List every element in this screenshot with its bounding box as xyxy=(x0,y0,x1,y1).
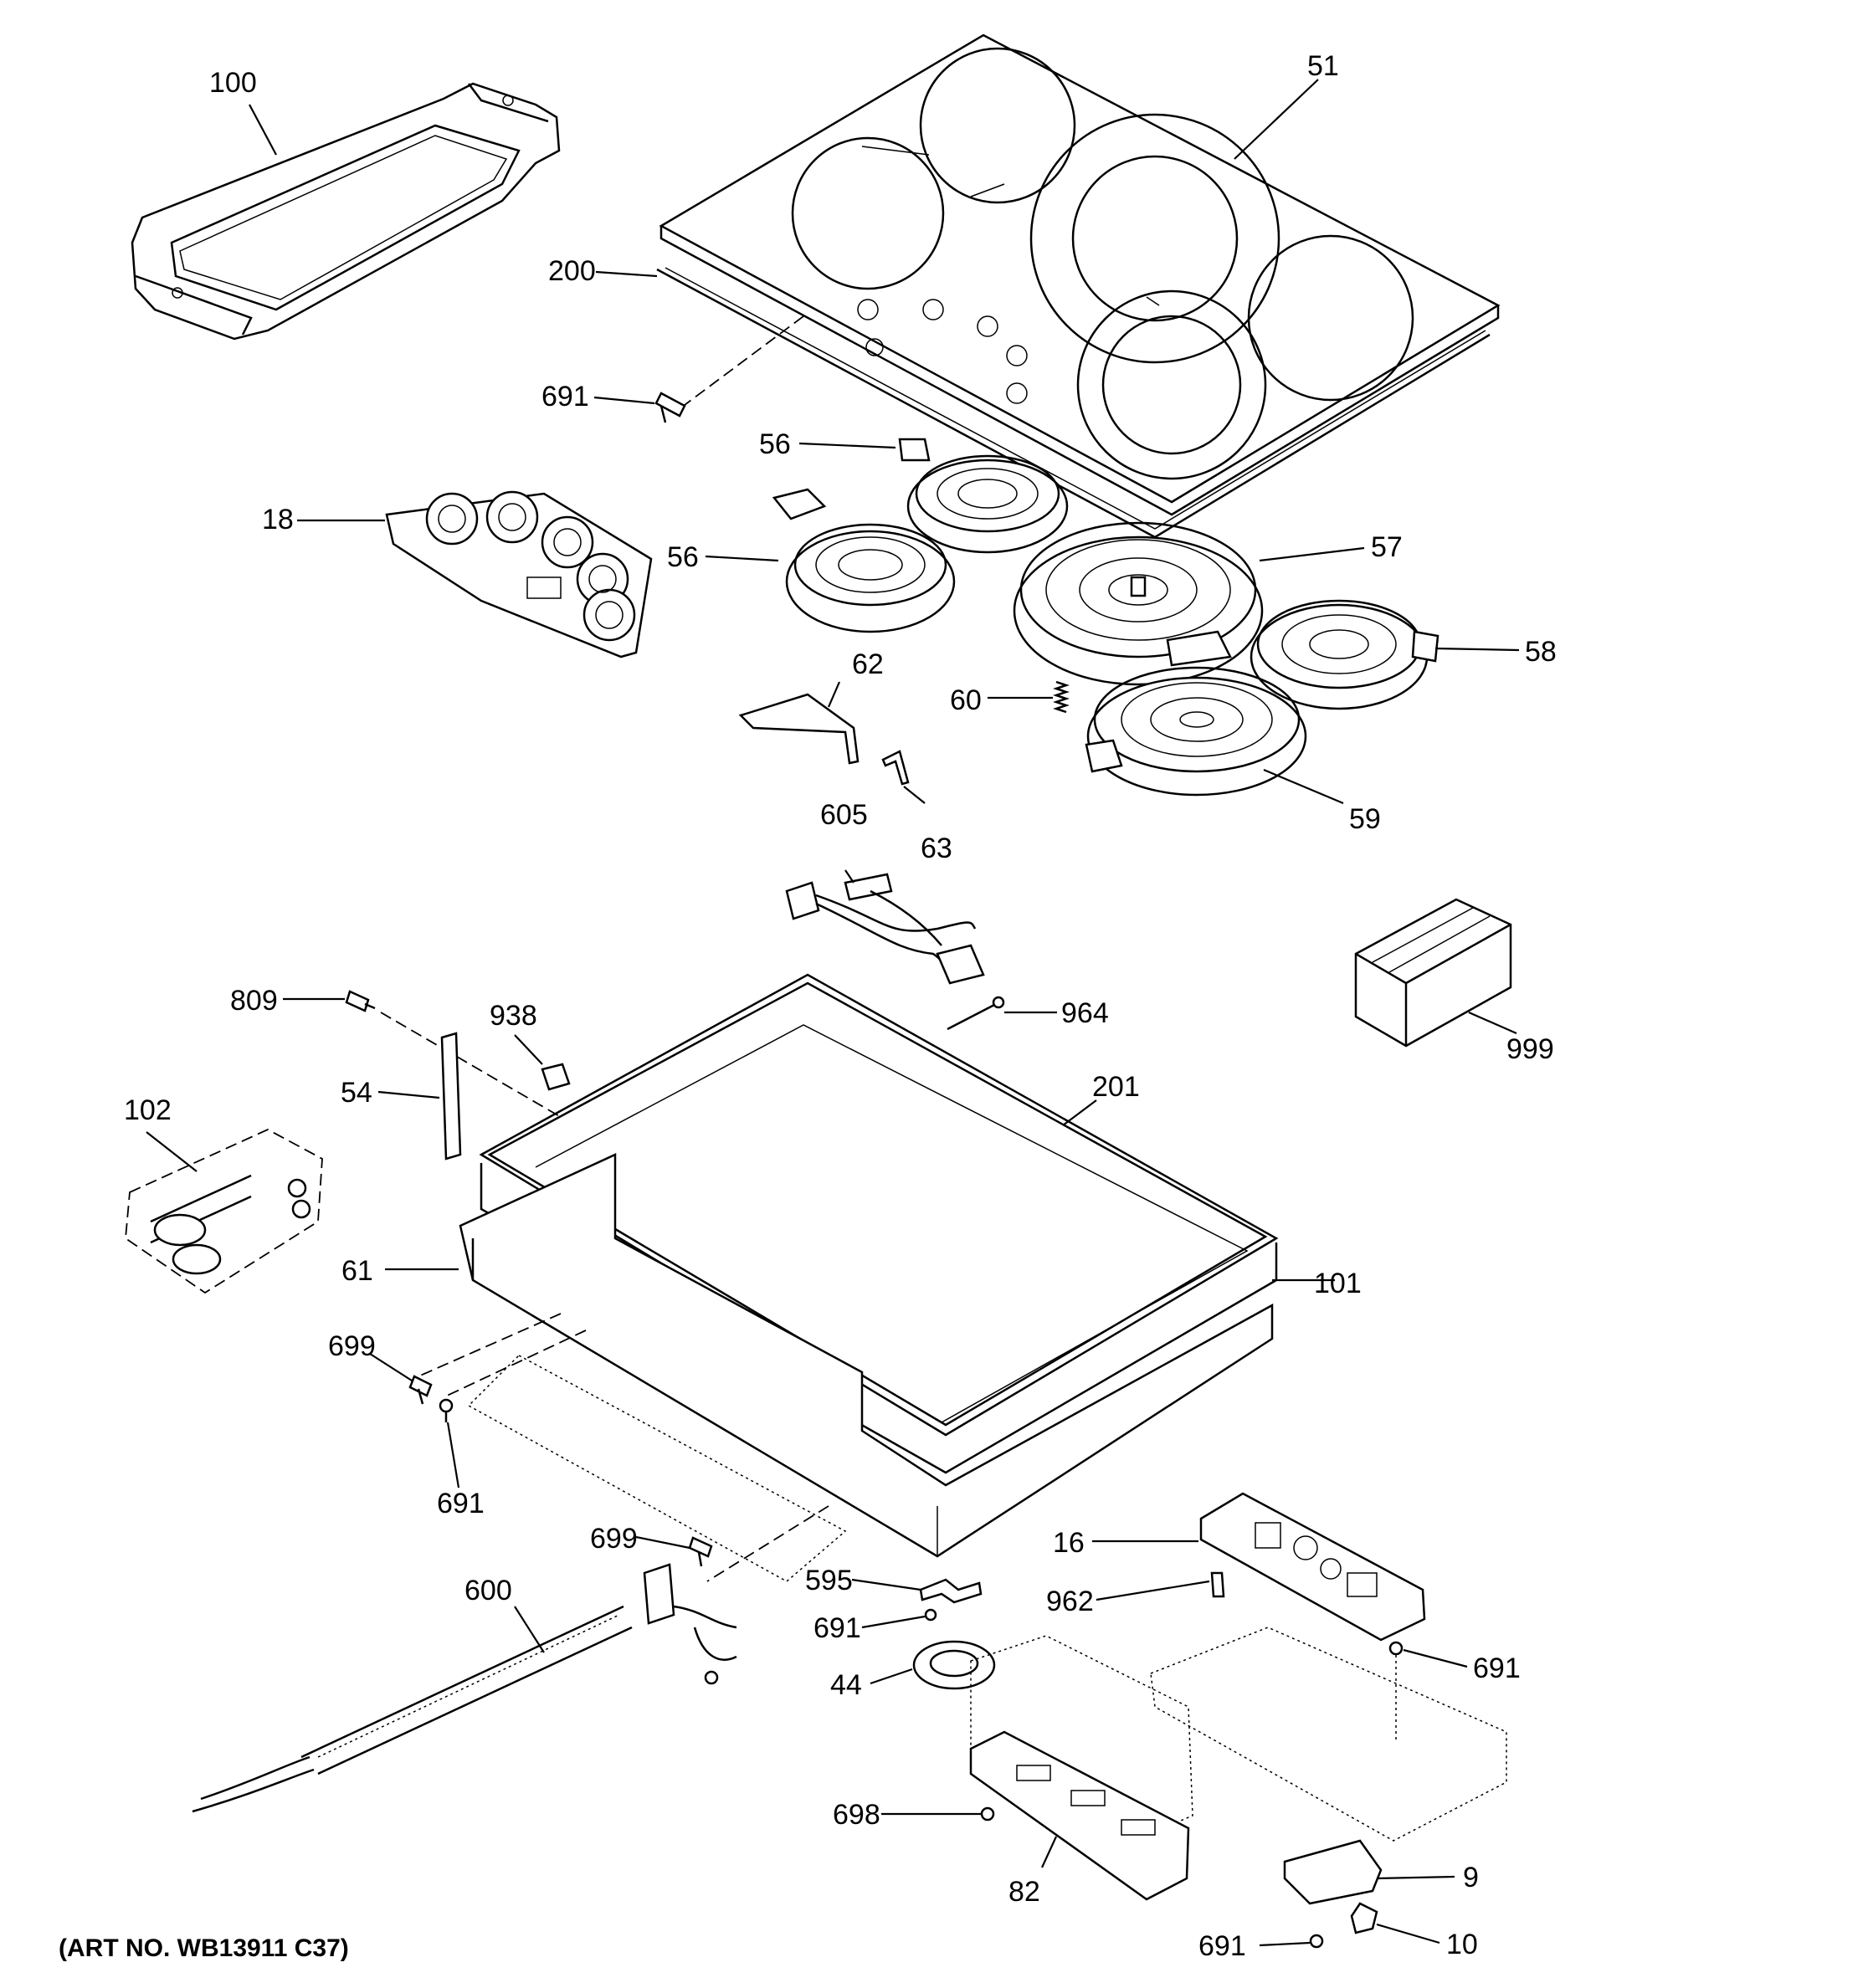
part-label-691: 691 xyxy=(813,1612,861,1644)
screw-part-699-left xyxy=(408,1375,433,1405)
part-label-691: 691 xyxy=(541,381,589,412)
part-label-691: 691 xyxy=(1473,1652,1521,1684)
part-label-62: 62 xyxy=(852,648,884,680)
wire-harness-part-605 xyxy=(785,873,985,985)
heating-element-part-58 xyxy=(1250,599,1439,710)
part-label-63: 63 xyxy=(921,833,952,864)
part-label-9: 9 xyxy=(1463,1862,1479,1893)
bracket-part-62 xyxy=(738,693,860,765)
part-label-16: 16 xyxy=(1053,1527,1085,1559)
part-label-102: 102 xyxy=(124,1094,172,1126)
part-label-201: 201 xyxy=(1092,1071,1140,1103)
screw-part-809 xyxy=(345,990,562,1118)
part-label-82: 82 xyxy=(1008,1876,1040,1908)
part-label-56: 56 xyxy=(667,541,699,573)
bracket-part-9 xyxy=(1283,1839,1383,1905)
heating-element-part-56-left xyxy=(772,488,956,633)
part-label-962: 962 xyxy=(1046,1586,1094,1617)
part-label-51: 51 xyxy=(1307,50,1339,82)
part-label-938: 938 xyxy=(490,1000,537,1032)
screw-part-691-top xyxy=(654,392,686,423)
bracket-part-10 xyxy=(1350,1902,1378,1934)
part-label-600: 600 xyxy=(464,1575,512,1606)
heating-element-part-57 xyxy=(1013,521,1264,686)
part-label-691: 691 xyxy=(437,1488,485,1519)
part-label-56: 56 xyxy=(759,428,791,460)
heating-element-part-59 xyxy=(1085,666,1307,797)
strip-part-54 xyxy=(440,1032,462,1161)
part-label-691: 691 xyxy=(1198,1930,1246,1962)
screw-part-691-mid xyxy=(439,1398,454,1422)
bracket-part-595 xyxy=(919,1578,983,1604)
bottom-cover xyxy=(970,1627,1507,1850)
part-label-44: 44 xyxy=(830,1669,862,1701)
part-label-100: 100 xyxy=(209,67,257,99)
part-labels: 100 51 200 691 56 18 56 57 58 62 60 59 6… xyxy=(124,50,1557,1962)
screw-part-698 xyxy=(980,1806,995,1821)
trim-frame-part-101 xyxy=(480,1024,1278,1474)
screw-part-699-lower xyxy=(688,1536,713,1567)
art-number: (ART NO. WB13911 C37) xyxy=(59,1934,349,1962)
wire-part-964 xyxy=(947,996,1005,1031)
glass-cooktop-part-51 xyxy=(659,33,1501,516)
part-label-54: 54 xyxy=(341,1077,372,1109)
packaging-box-part-999 xyxy=(1354,898,1512,1048)
part-label-200: 200 xyxy=(548,255,596,287)
grommet-part-44 xyxy=(912,1640,996,1690)
screw-part-691-bracket xyxy=(924,1608,937,1622)
part-label-999: 999 xyxy=(1506,1033,1554,1065)
burner-box-part-61 xyxy=(418,1153,1274,1582)
part-label-809: 809 xyxy=(230,985,278,1017)
clip-part-938 xyxy=(541,1063,571,1091)
part-label-10: 10 xyxy=(1446,1929,1478,1960)
part-label-699: 699 xyxy=(590,1523,638,1555)
part-label-58: 58 xyxy=(1525,636,1557,668)
screw-part-691-bottom xyxy=(1309,1934,1324,1949)
part-label-61: 61 xyxy=(341,1255,373,1287)
control-board-part-18 xyxy=(385,490,653,658)
part-label-595: 595 xyxy=(805,1565,853,1596)
heating-element-part-56-rear xyxy=(898,438,1069,554)
part-label-964: 964 xyxy=(1061,997,1109,1029)
part-label-59: 59 xyxy=(1349,803,1381,835)
part-label-57: 57 xyxy=(1371,531,1403,563)
part-label-605: 605 xyxy=(820,799,868,831)
conduit-part-600 xyxy=(192,1563,737,1813)
part-label-60: 60 xyxy=(950,684,982,716)
griddle-part-100 xyxy=(131,82,561,341)
spring-part-60 xyxy=(1053,680,1070,714)
screw-part-691-right xyxy=(1388,1641,1404,1740)
part-label-18: 18 xyxy=(262,504,294,535)
leader-lines xyxy=(146,79,1520,1947)
part-label-699: 699 xyxy=(328,1330,376,1362)
terminal-block-part-102 xyxy=(125,1128,323,1294)
part-label-101: 101 xyxy=(1314,1268,1362,1299)
power-board-part-16 xyxy=(1199,1492,1426,1642)
spacer-part-962 xyxy=(1210,1571,1225,1598)
part-label-698: 698 xyxy=(833,1799,880,1831)
control-board-part-82 xyxy=(969,1730,1190,1901)
bracket-part-63 xyxy=(881,750,910,786)
